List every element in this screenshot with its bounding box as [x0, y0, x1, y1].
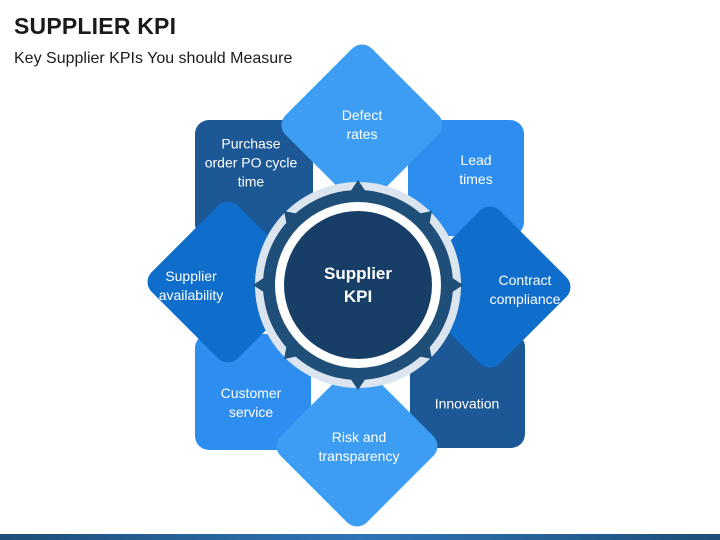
- petal-label-contract-compliance: Contract compliance: [489, 272, 561, 307]
- petal-label-supplier-availability: Supplier availability: [158, 268, 224, 303]
- arrow-downright: [417, 344, 432, 359]
- page-subtitle: Key Supplier KPIs You should Measure: [14, 50, 293, 67]
- petal-lead-times-shape: [408, 120, 524, 236]
- petal-label-customer-service: Customer service: [220, 385, 282, 420]
- petal-defect-rates-shape: [281, 44, 443, 206]
- arrow-right: [451, 277, 463, 293]
- petal-risk-transparency-shape: [276, 365, 438, 527]
- petal-label-lead-times: Lead times: [459, 152, 493, 187]
- hub-center-disc: [284, 211, 432, 359]
- arrow-up: [350, 180, 366, 192]
- arrow-downleft: [284, 344, 299, 359]
- arrow-upright: [417, 211, 432, 226]
- petal-label-innovation: Innovation: [434, 395, 500, 412]
- arrow-upleft: [284, 211, 299, 226]
- petal-label-defect-rates: Defect rates: [341, 107, 383, 142]
- arrow-down: [350, 378, 366, 390]
- arrow-left: [253, 277, 265, 293]
- petal-label-risk-transparency: Risk and transparency: [318, 429, 400, 464]
- petal-customer-service-shape: [195, 334, 311, 450]
- petal-label-purchase-order: Purchase order PO cycle time: [204, 135, 298, 190]
- page-title: SUPPLIER KPI: [14, 13, 177, 39]
- bottom-accent-bar: [0, 534, 720, 540]
- center-label: Supplier KPI: [323, 264, 392, 306]
